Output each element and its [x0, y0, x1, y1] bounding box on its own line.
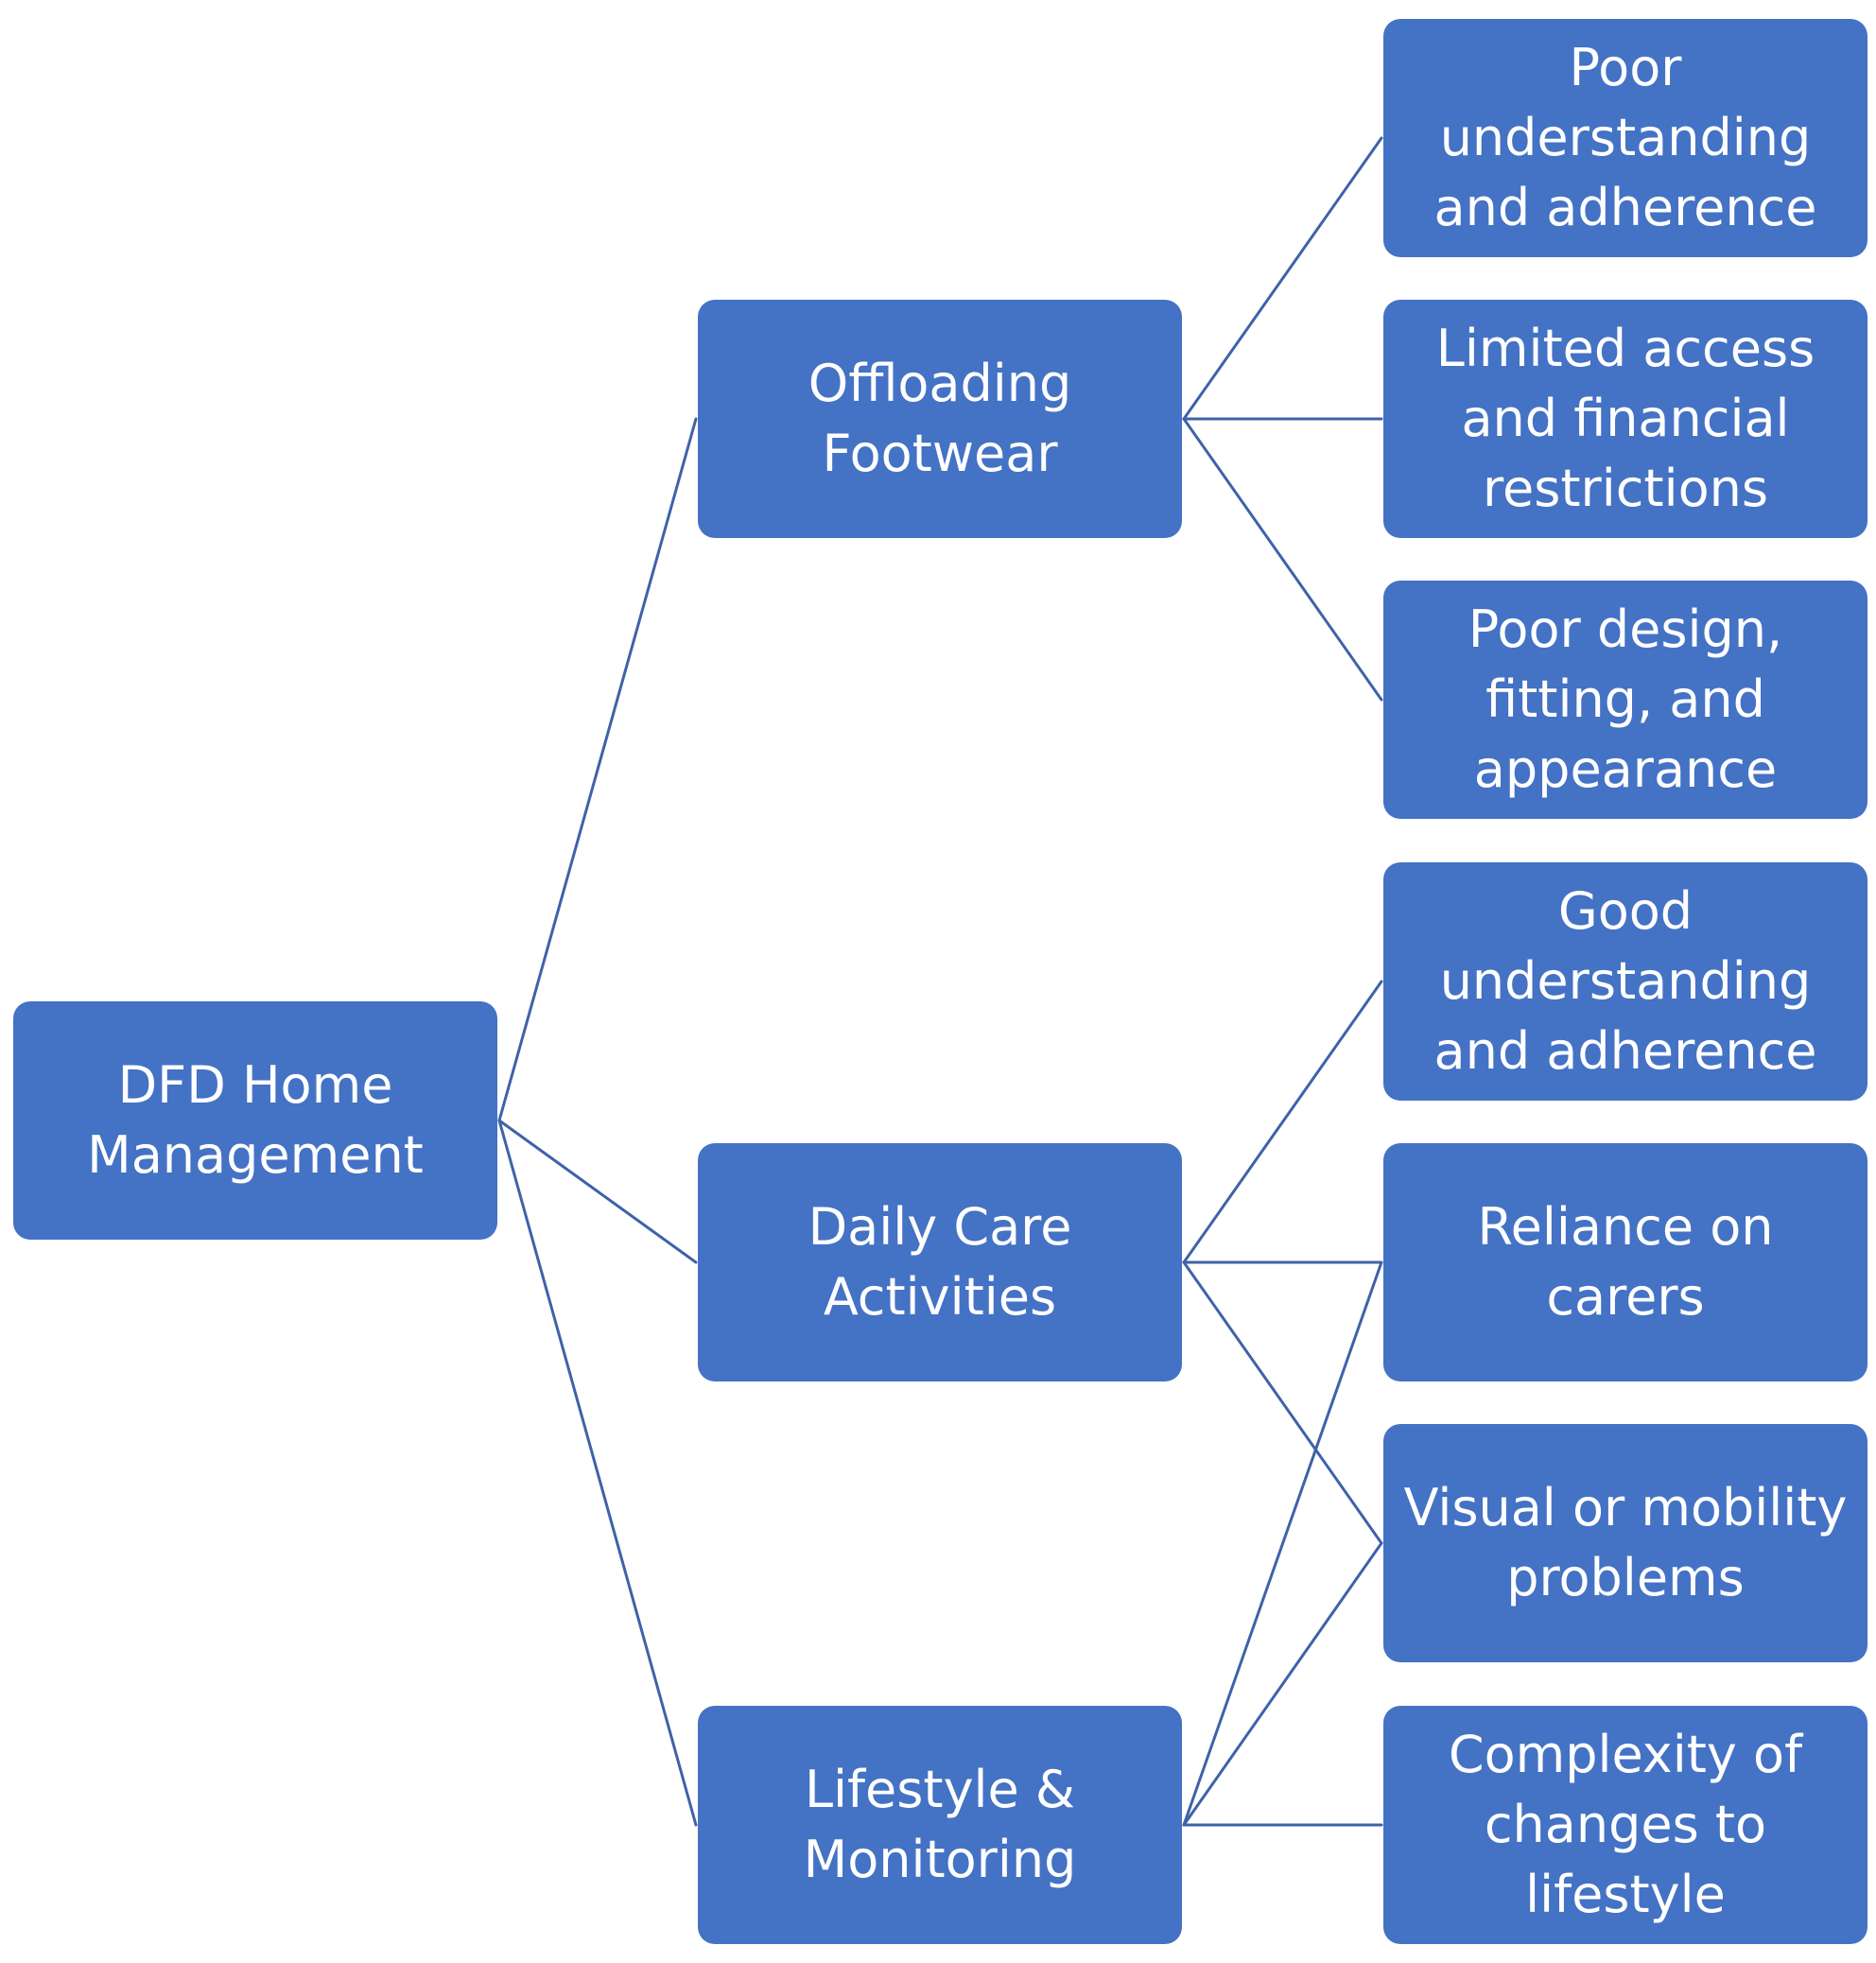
node-dfd-home-management: DFD Home Management [13, 1001, 497, 1240]
connector-a-a1 [1182, 136, 1383, 421]
node-good-understanding-adherence: Good understanding and adherence [1383, 862, 1867, 1101]
node-label: Limited access and financial restriction… [1435, 319, 1815, 518]
node-limited-access-financial: Limited access and financial restriction… [1383, 300, 1867, 538]
node-reliance-on-carers: Reliance on carers [1383, 1143, 1867, 1381]
node-label: Visual or mobility problems [1403, 1478, 1848, 1607]
node-lifestyle-monitoring: Lifestyle & Monitoring [698, 1706, 1182, 1944]
node-poor-understanding-adherence: Poor understanding and adherence [1383, 19, 1867, 257]
node-label: Poor understanding and adherence [1433, 38, 1817, 237]
connector-root-a [497, 417, 698, 1122]
node-poor-design-fitting: Poor design, fitting, and appearance [1383, 581, 1867, 819]
connector-root-b [497, 1119, 698, 1264]
node-offloading-footwear: Offloading Footwear [698, 300, 1182, 538]
connector-a-a3 [1182, 417, 1383, 702]
connector-b-b3 [1182, 1260, 1383, 1545]
node-label: Daily Care Activities [808, 1197, 1072, 1327]
node-label: Poor design, fitting, and appearance [1468, 599, 1783, 799]
connector-root-c [497, 1119, 698, 1827]
node-visual-mobility-problems: Visual or mobility problems [1383, 1424, 1867, 1662]
node-label: Complexity of changes to lifestyle [1448, 1725, 1803, 1924]
node-daily-care-activities: Daily Care Activities [698, 1143, 1182, 1381]
node-label: DFD Home Management [87, 1055, 424, 1185]
node-label: Lifestyle & Monitoring [803, 1760, 1077, 1889]
node-label: Reliance on carers [1477, 1197, 1774, 1327]
connector-c-b2 [1182, 1260, 1383, 1827]
node-label: Offloading Footwear [808, 354, 1072, 483]
node-label: Good understanding and adherence [1433, 881, 1817, 1081]
connector-b-b1 [1182, 980, 1383, 1264]
connector-c-b3 [1182, 1541, 1383, 1827]
node-complexity-lifestyle-changes: Complexity of changes to lifestyle [1383, 1706, 1867, 1944]
